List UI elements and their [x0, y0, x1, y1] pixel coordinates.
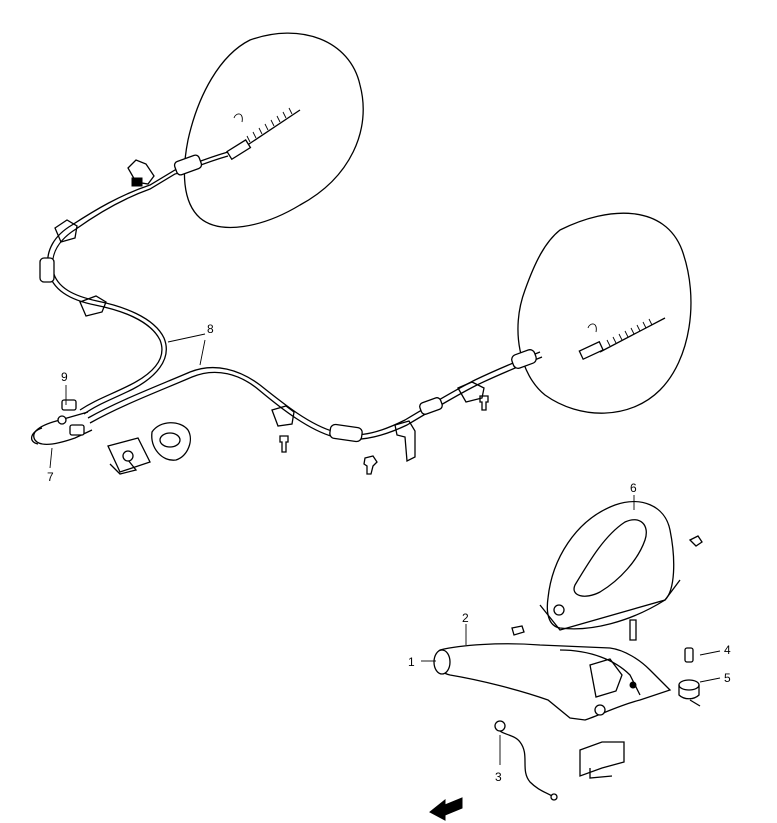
callout-3: 3 [495, 770, 502, 784]
callout-8: 8 [207, 322, 214, 336]
parking-brake-lever [433, 619, 672, 721]
right-rear-wheel [517, 212, 692, 414]
callout-1: 1 [408, 655, 415, 669]
grommet-plate [107, 437, 151, 475]
cable-bolts [279, 395, 489, 475]
left-parking-brake-cable [39, 151, 229, 415]
callout-5: 5 [724, 671, 731, 685]
brake-switch-wire [494, 720, 558, 801]
callout-6: 6 [630, 481, 637, 495]
bush-part-5 [678, 679, 701, 707]
callout-labels: 1 2 3 4 5 6 7 8 9 [47, 322, 731, 784]
callout-9: 9 [61, 370, 68, 384]
left-rear-wheel [183, 32, 364, 229]
front-direction-arrow-icon [429, 797, 463, 821]
cable-equalizer [31, 399, 93, 445]
mounting-bracket [579, 741, 625, 779]
rubber-grommet [151, 422, 191, 461]
right-parking-brake-cable [87, 349, 543, 463]
callout-7: 7 [47, 470, 54, 484]
leader-lines [49, 333, 721, 765]
lever-cover [511, 500, 703, 636]
callout-4: 4 [724, 643, 731, 657]
callout-2: 2 [462, 611, 469, 625]
pin-part-4 [684, 647, 694, 663]
